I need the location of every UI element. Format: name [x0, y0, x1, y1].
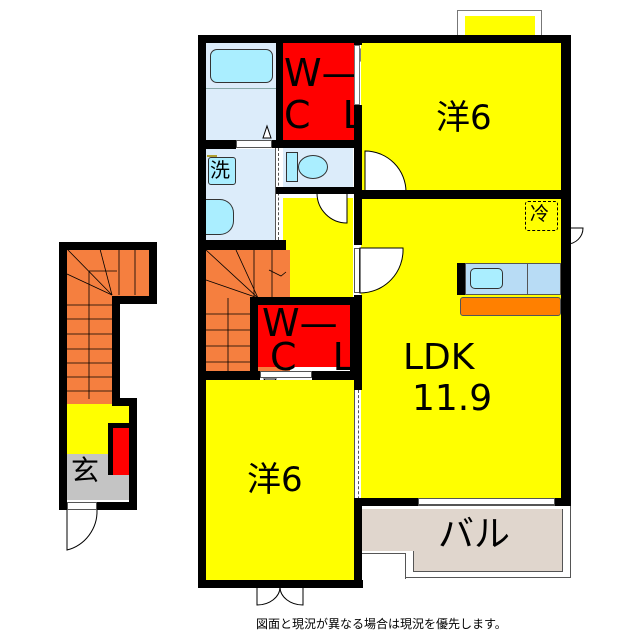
wall	[97, 502, 137, 510]
wcl-north-line2: C L	[284, 93, 374, 137]
stairs-lines-icon	[66, 248, 136, 399]
balcony-label: バル	[438, 514, 511, 555]
wcl-south-line1: W—	[262, 301, 338, 345]
wcl-north-line1: W—	[284, 51, 360, 95]
wall	[276, 187, 362, 194]
wall	[354, 498, 362, 588]
western-room-south	[206, 380, 354, 580]
wall	[59, 242, 67, 510]
door-swing-icon	[316, 192, 348, 224]
wall	[112, 296, 157, 304]
sink-icon	[470, 268, 503, 289]
wall	[198, 240, 286, 250]
room-label-north: 洋6	[436, 98, 492, 138]
closet-door-south	[260, 371, 312, 378]
toilet-tank-icon	[286, 152, 298, 182]
wall	[276, 35, 283, 147]
window-balcony	[418, 498, 555, 505]
wall	[350, 297, 358, 380]
wall	[198, 35, 206, 588]
washroom-label: 洗	[210, 158, 230, 182]
wall	[112, 296, 120, 406]
kitchen-wall	[457, 263, 465, 295]
wall	[561, 35, 571, 505]
wall	[312, 371, 360, 380]
wcl-south-line2: C L	[270, 335, 366, 379]
door-arrow-icon	[262, 124, 272, 139]
wall	[278, 240, 286, 250]
entrance-label: 玄	[71, 454, 100, 487]
room-label-south: 洋6	[247, 460, 303, 500]
kitchen-counter	[460, 297, 561, 316]
balcony-outline-notch	[360, 553, 406, 579]
wall	[112, 398, 137, 406]
wall	[149, 242, 157, 304]
wall	[198, 35, 571, 43]
closet-door-north	[354, 45, 360, 105]
wall	[354, 295, 362, 390]
wall	[354, 498, 418, 506]
wall	[555, 498, 571, 506]
wall	[129, 398, 137, 510]
wall	[59, 242, 157, 250]
walk-in-closet-north	[283, 42, 355, 140]
wall	[198, 580, 363, 588]
disclaimer-text: 図面と現況が異なる場合は現況を優先します。	[256, 617, 507, 631]
wall	[272, 140, 362, 148]
balcony	[362, 509, 563, 551]
wall	[250, 297, 360, 305]
toilet-bowl-icon	[298, 155, 328, 179]
refrigerator-label: 冷	[530, 203, 550, 225]
entrance-lower	[67, 475, 129, 500]
washbasin-icon	[206, 199, 234, 235]
balcony-lower	[413, 551, 563, 572]
bay-window-fill	[465, 16, 535, 37]
ldk-size: 11.9	[412, 378, 493, 419]
entry-door	[67, 502, 97, 510]
door-swing-icon	[66, 509, 98, 551]
sliding-door-south	[354, 390, 359, 550]
bathtub-icon	[210, 49, 273, 83]
double-door-icon	[256, 586, 304, 606]
walk-in-closet-south	[258, 305, 350, 367]
ldk-label: LDK	[403, 337, 475, 378]
washroom-door	[236, 140, 272, 148]
door-swing-icon	[364, 150, 407, 193]
wall	[198, 371, 260, 380]
refrigerator-space	[525, 201, 558, 231]
wall	[354, 35, 362, 45]
wall	[354, 190, 564, 199]
wall	[354, 105, 362, 245]
washroom-label-box	[208, 157, 236, 185]
wall	[198, 140, 236, 149]
stairs-lines-icon	[205, 249, 287, 372]
door-swing-icon	[359, 247, 404, 294]
wall	[250, 297, 258, 377]
stairs-ground-lower	[67, 249, 112, 404]
shoe-closet	[108, 423, 133, 480]
